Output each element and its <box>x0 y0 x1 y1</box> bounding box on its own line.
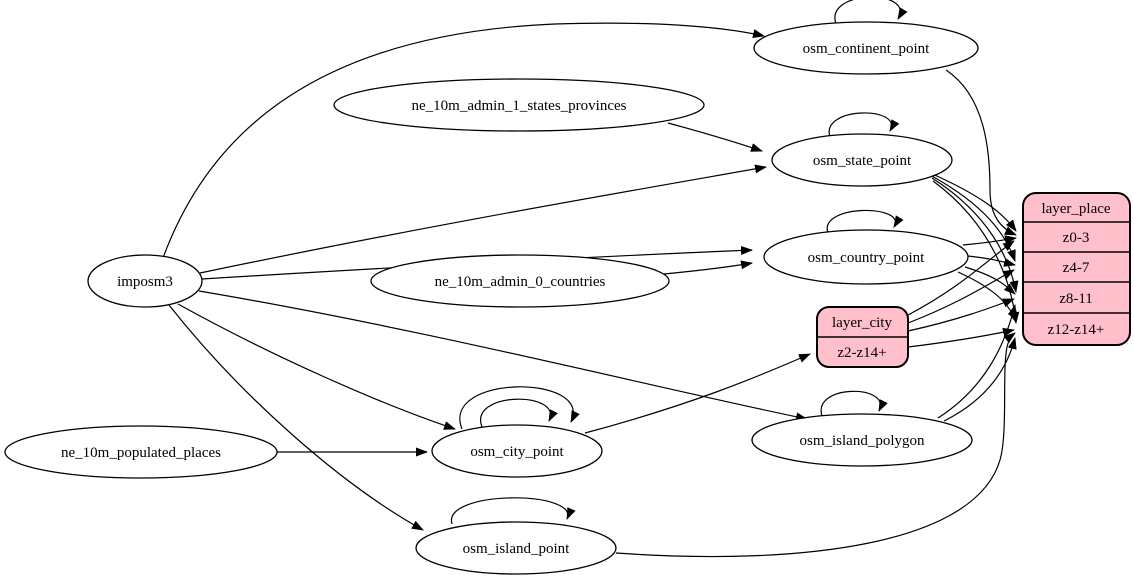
edge-imposm3-osm_state_point <box>199 164 767 274</box>
edge-osm_country_point-layer_place-z0-3 <box>962 235 1017 246</box>
layer_city-title: layer_city <box>832 315 892 331</box>
edge-layer_city-layer_place-z4-7 <box>907 269 1015 324</box>
osm_country_point-shape <box>763 229 969 285</box>
node-osm_continent_point: osm_continent_point <box>753 21 979 75</box>
edge-osm_island_polygon-layer_place-z12-z14 <box>943 337 1017 422</box>
osm_island_polygon-shape <box>751 413 973 467</box>
ne_10m_admin_0_countries-shape <box>370 254 670 308</box>
edge-imposm3-osm_island_point <box>168 304 424 531</box>
layer_city-row-z2-z14: z2-z14+ <box>837 345 886 361</box>
self-loop-outer-osm_city_point <box>459 386 580 430</box>
edge-ne_10m_admin_1_states_provinces-osm_state_point <box>667 122 763 152</box>
layer_place-shape <box>1022 192 1131 346</box>
osm_city_point-label: osm_city_point <box>470 444 564 460</box>
edge-osm_island_point-layer_place-z12-z14 <box>615 332 1016 558</box>
record-layer_city: layer_city z2-z14+ <box>816 306 909 368</box>
osm_state_point-label: osm_state_point <box>813 153 912 169</box>
node-osm_island_point: osm_island_point <box>415 521 617 575</box>
self-loop-osm_state_point <box>828 112 900 138</box>
osm_continent_point-shape <box>753 21 979 75</box>
node-osm_city_point: osm_city_point <box>431 424 603 478</box>
edges <box>162 0 1020 558</box>
self-loop-osm_country_point <box>826 209 904 234</box>
imposm3-label: imposm3 <box>117 274 173 290</box>
edge-layer_city-layer_place-z12-z14 <box>907 327 1015 348</box>
ne_10m_admin_1_states_provinces-label: ne_10m_admin_1_states_provinces <box>412 98 627 114</box>
nodes: imposm3 ne_10m_admin_1_states_provinces … <box>4 21 1131 575</box>
osm_country_point-label: osm_country_point <box>808 250 925 266</box>
osm_island_point-label: osm_island_point <box>463 541 571 557</box>
edge-imposm3-osm_island_polygon <box>198 290 808 422</box>
edge-layer_city-layer_place-z0-3 <box>907 240 1015 316</box>
edge-osm_continent_point-layer_place-z0-3 <box>945 69 1017 236</box>
layer_place-row-z0-3: z0-3 <box>1063 230 1090 246</box>
node-imposm3: imposm3 <box>87 254 203 308</box>
node-osm_state_point: osm_state_point <box>771 133 953 187</box>
node-ne_10m_admin_0_countries: ne_10m_admin_0_countries <box>370 254 670 308</box>
self-loop-osm_island_polygon <box>820 390 888 417</box>
layer_place-title: layer_place <box>1041 201 1110 217</box>
ne_10m_populated_places-label: ne_10m_populated_places <box>61 445 221 461</box>
layer_place-row-z12-z14: z12-z14+ <box>1048 322 1105 338</box>
node-osm_island_polygon: osm_island_polygon <box>751 413 973 467</box>
edge-ne_10m_admin_0_countries-osm_country_point <box>663 260 753 275</box>
record-layer_place: layer_place z0-3 z4-7 z8-11 z12-z14+ <box>1022 192 1131 346</box>
edge-imposm3-osm_continent_point <box>162 22 765 259</box>
edge-osm_state_point-layer_place-z8-11 <box>931 177 1019 293</box>
edge-osm_country_point-layer_place-z4-7 <box>967 255 1016 267</box>
edge-osm_state_point-layer_place-z4-7 <box>929 174 1016 262</box>
osm_continent_point-label: osm_continent_point <box>803 41 930 57</box>
edge-osm_island_polygon-layer_place-z8-11 <box>937 304 1017 419</box>
ne_10m_admin_1_states_provinces-shape <box>333 78 705 132</box>
self-loop-osm_continent_point <box>834 0 908 25</box>
ne_10m_populated_places-shape <box>4 425 278 479</box>
self-loop-inner-osm_city_point <box>480 398 558 428</box>
edge-osm_city_point-layer_city <box>584 353 811 434</box>
edge-osm_country_point-layer_place-z8-11 <box>964 266 1016 295</box>
self-loop-osm_island_point <box>451 497 576 525</box>
edge-imposm3-osm_city_point <box>177 303 456 430</box>
edge-osm_state_point-layer_place-z0-3 <box>927 171 1017 232</box>
osm_island_point-shape <box>415 521 617 575</box>
osm_city_point-shape <box>431 424 603 478</box>
node-ne_10m_admin_1_states_provinces: ne_10m_admin_1_states_provinces <box>333 78 705 132</box>
ne_10m_admin_0_countries-label: ne_10m_admin_0_countries <box>435 274 606 290</box>
edge-layer_city-layer_place-z8-11 <box>907 298 1015 332</box>
node-osm_country_point: osm_country_point <box>763 229 969 285</box>
node-ne_10m_populated_places: ne_10m_populated_places <box>4 425 278 479</box>
osm_state_point-shape <box>771 133 953 187</box>
osm_island_polygon-label: osm_island_polygon <box>799 433 925 449</box>
layer_place-row-z8-11: z8-11 <box>1059 291 1093 307</box>
imposm3-shape <box>87 254 203 308</box>
layer_place-row-z4-7: z4-7 <box>1063 260 1090 276</box>
edge-osm_country_point-layer_place-z12-z14 <box>957 271 1017 323</box>
